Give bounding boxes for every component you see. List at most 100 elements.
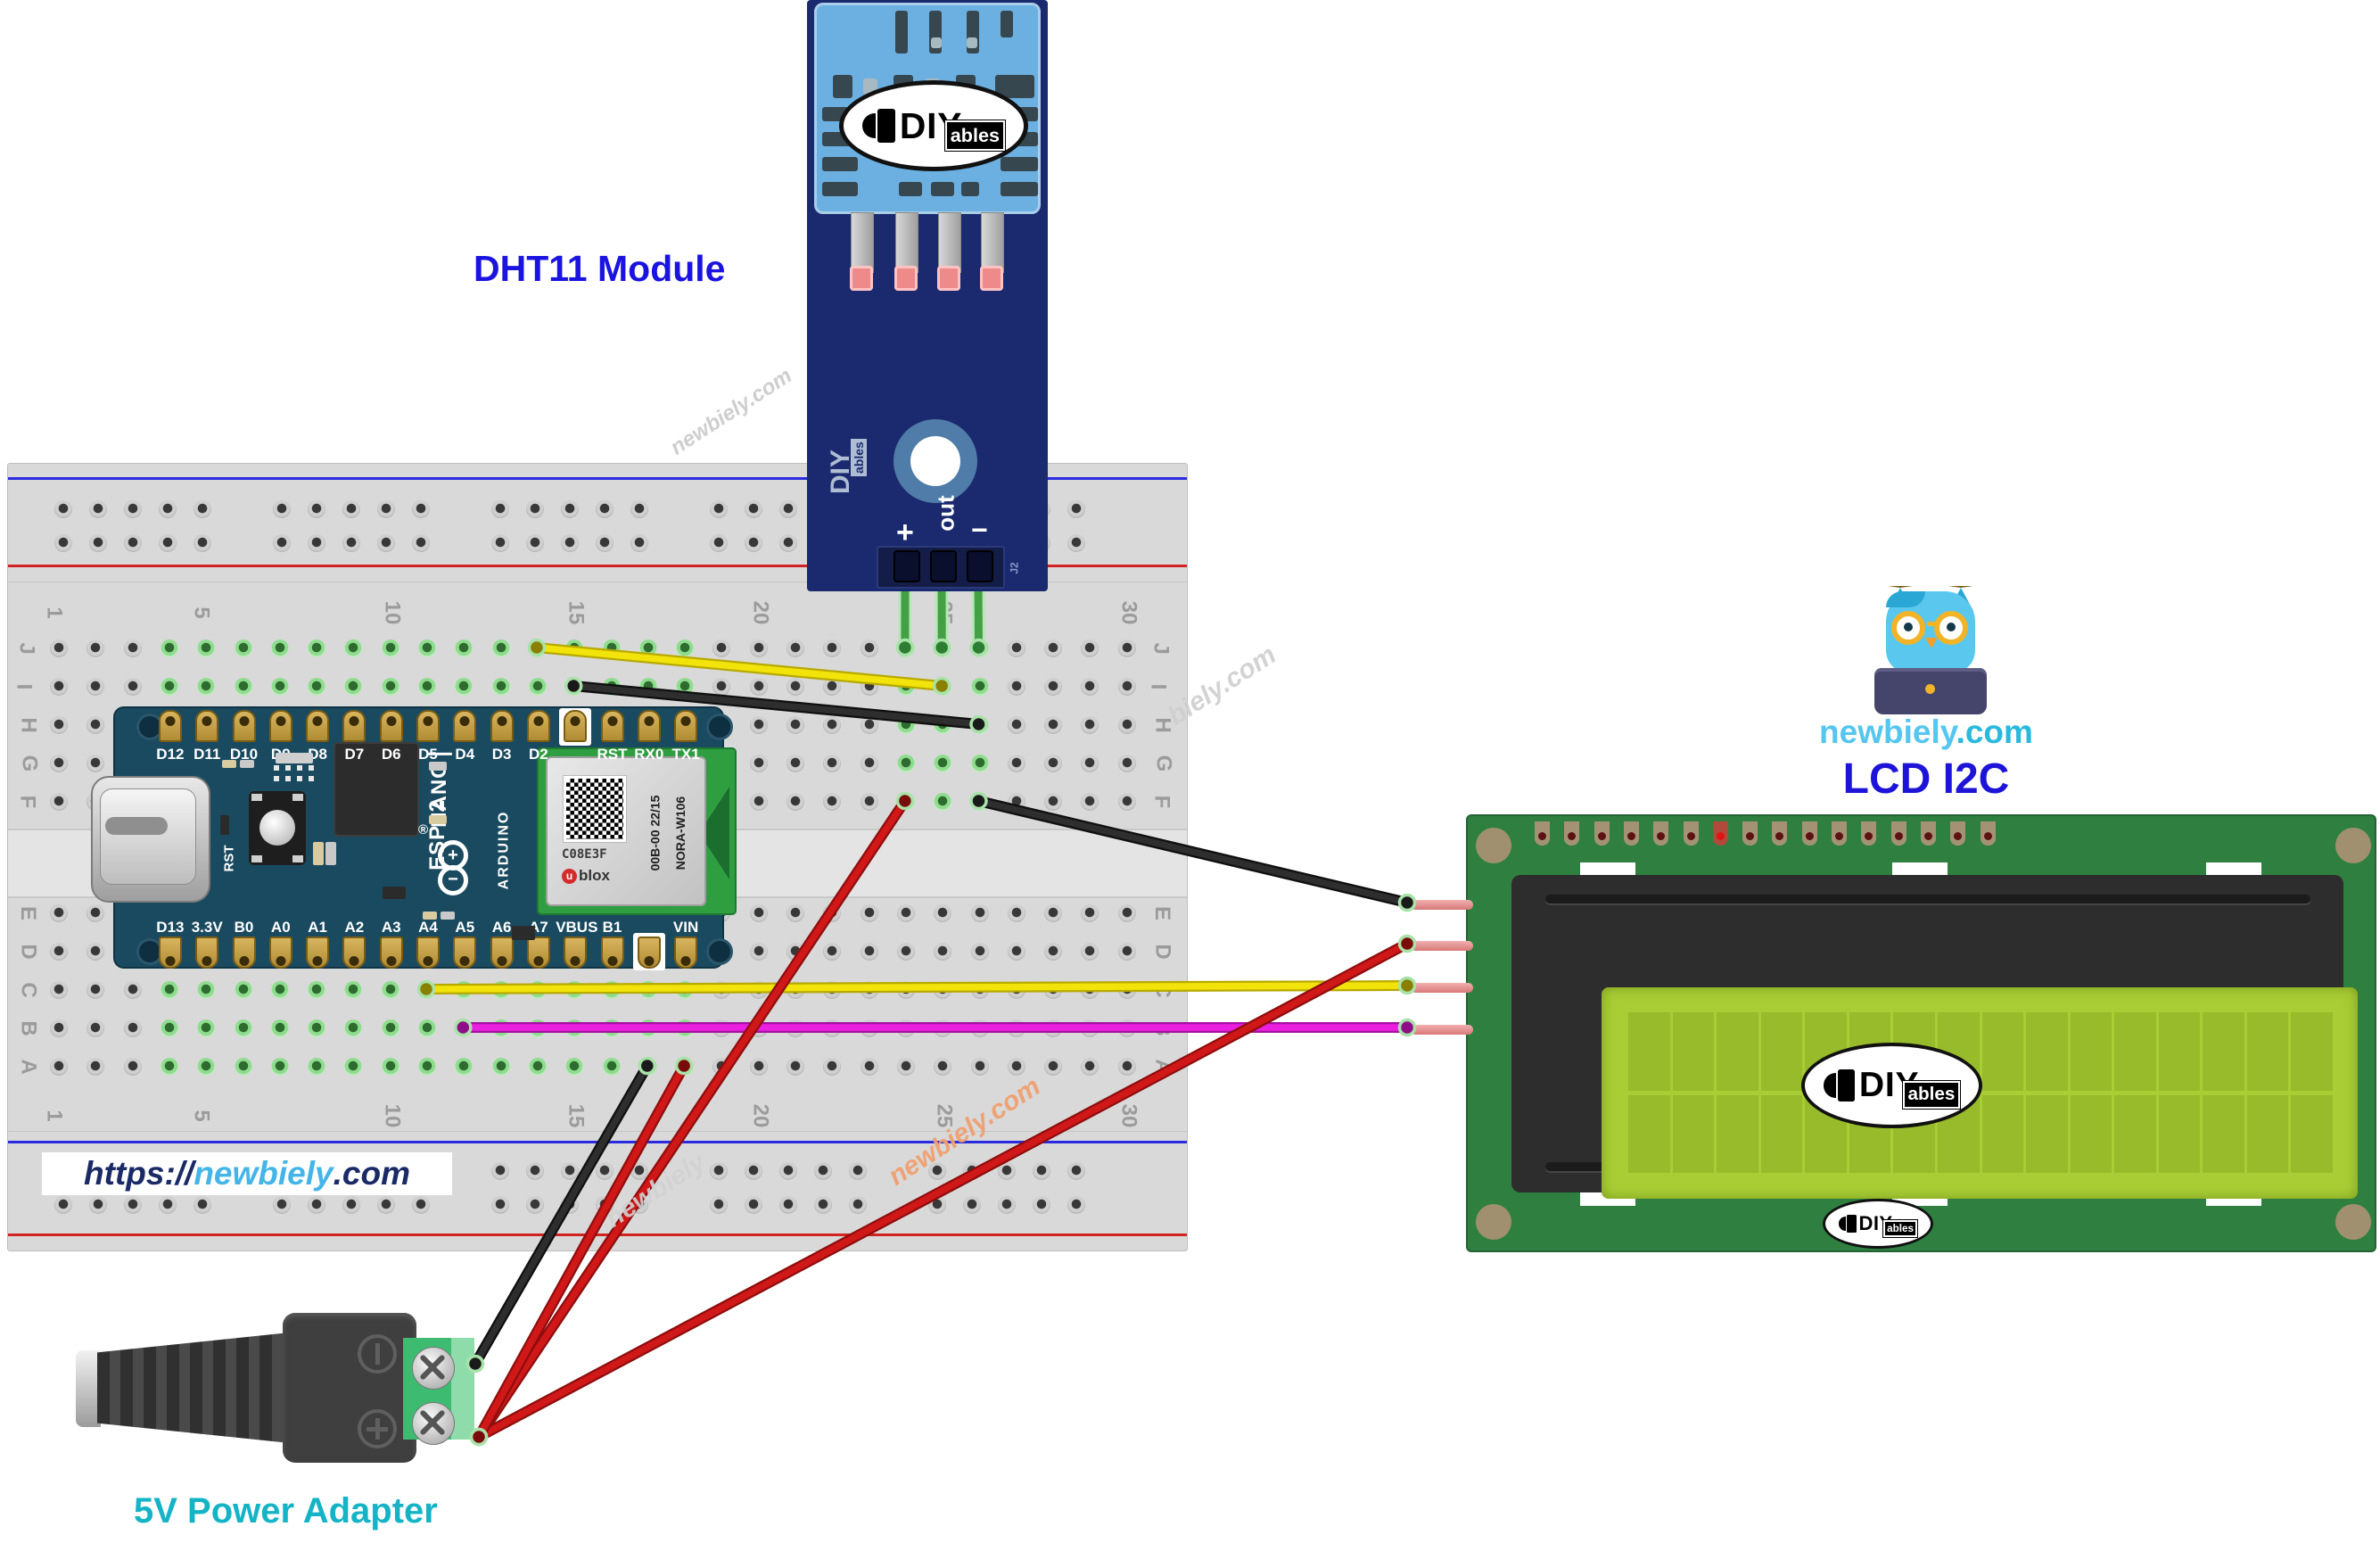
usb-c-slot	[105, 817, 168, 835]
breadboard-hole-B9	[344, 1019, 363, 1037]
terminal-screw-minus	[412, 1347, 455, 1390]
lcd-cell	[2291, 1094, 2333, 1173]
column-label-30: 30	[1116, 600, 1141, 625]
top-rail-red-line	[8, 565, 1187, 567]
column-label-15: 15	[564, 1103, 589, 1128]
breadboard-hole-I15	[565, 678, 584, 696]
breadboard-hole-B2	[86, 1019, 105, 1037]
reset-button-cap[interactable]	[259, 810, 295, 846]
power-rail-hole	[814, 1162, 832, 1180]
breadboard-hole-A27	[1007, 1058, 1025, 1076]
laptop-logo-dot	[1925, 684, 1935, 694]
power-rail-hole	[928, 1196, 946, 1214]
power-rail-hole	[779, 1162, 797, 1180]
test-pad	[297, 776, 302, 781]
newbiely-brand-text: newbiely.com	[1819, 714, 2033, 750]
row-label-F: F	[1149, 795, 1174, 809]
lcd-cell	[2114, 1012, 2156, 1091]
row-label-D: D	[1150, 944, 1175, 960]
rail-separator	[8, 1131, 1187, 1132]
power-rail-hole	[814, 1196, 832, 1214]
power-rail-hole	[308, 1196, 325, 1214]
sensor-vent-slot	[931, 182, 954, 196]
url-suffix: .com	[333, 1155, 410, 1192]
dht-pin-label-out: out	[932, 495, 959, 532]
pin-label-D12: D12	[156, 746, 185, 763]
lcd-top-pin-12	[1861, 821, 1877, 846]
ublox-logo: u blox	[562, 867, 610, 885]
lcd-top-pin-16	[1980, 821, 1996, 846]
owl-beak-icon	[1925, 638, 1938, 648]
breadboard-hole-J6	[234, 639, 252, 657]
breadboard-hole-C12	[455, 981, 474, 999]
breadboard-hole-B20	[749, 1019, 768, 1037]
power-rail-hole	[491, 500, 509, 518]
breadboard-hole-I27	[1007, 678, 1025, 696]
breadboard-hole-A6	[234, 1058, 252, 1076]
lcd-top-pin-6	[1683, 821, 1699, 846]
breadboard-hole-I2	[86, 678, 105, 696]
breadboard-hole-B14	[528, 1019, 547, 1037]
breadboard-hole-A26	[970, 1058, 989, 1076]
power-rail-hole	[1033, 1162, 1050, 1180]
row-label-B: B	[16, 1020, 41, 1036]
arduino-pin-pad	[416, 937, 440, 969]
breadboard-hole-A20	[749, 1058, 768, 1076]
breadboard-hole-B12	[455, 1019, 474, 1037]
lcd-top-pin-9	[1772, 821, 1788, 846]
test-pad	[274, 776, 279, 781]
power-rail-hole	[124, 1196, 142, 1214]
breadboard-hole-B10	[381, 1019, 399, 1037]
breadboard-hole-I28	[1044, 678, 1063, 696]
breadboard-hole-H24	[896, 716, 915, 734]
arduino-pin-pad	[600, 937, 624, 969]
sensor-pin-solder	[937, 266, 960, 291]
sensor-vent-slot	[895, 11, 908, 54]
owl-pupil	[1904, 623, 1913, 631]
breadboard-hole-B5	[197, 1019, 216, 1037]
test-pad	[297, 765, 302, 771]
pin-label-D7: D7	[344, 746, 365, 763]
breadboard-hole-E28	[1044, 904, 1063, 922]
power-rail-hole	[491, 534, 509, 552]
breadboard-hole-C10	[381, 981, 399, 999]
breadboard-hole-D24	[896, 943, 915, 961]
arduino-pin-pad	[526, 710, 550, 742]
sensor-vent-slot	[1001, 11, 1013, 37]
lcd-top-pin-14	[1920, 821, 1936, 846]
power-rail-hole	[561, 1196, 579, 1214]
breadboard-hole-C26	[970, 981, 989, 999]
power-rail-hole	[1067, 534, 1085, 552]
breadboard-hole-C19	[712, 981, 731, 999]
breadboard-hole-G30	[1117, 755, 1136, 772]
breadboard-hole-I14	[528, 678, 547, 696]
power-rail-hole	[710, 500, 728, 518]
reset-button[interactable]	[249, 791, 306, 865]
pin-label-A0: A0	[270, 919, 291, 936]
breadboard-hole-H22	[823, 716, 842, 734]
breadboard-hole-J23	[860, 639, 878, 657]
power-rail-hole	[159, 534, 177, 552]
breadboard-hole-B28	[1044, 1019, 1063, 1037]
breadboard-hole-J8	[308, 639, 326, 657]
row-label-G: G	[17, 755, 42, 772]
lcd-cell	[2291, 1012, 2333, 1091]
breadboard-hole-D1	[50, 943, 68, 961]
lcd-cell	[1981, 1012, 2024, 1091]
breadboard-hole-A10	[381, 1058, 399, 1076]
smd-component	[383, 887, 406, 899]
smd-component	[423, 912, 437, 920]
dht-pin-label-plus: +	[896, 516, 914, 549]
lcd-top-pin-1	[1535, 821, 1550, 846]
lcd-top-pin-4	[1623, 821, 1639, 846]
arduino-pin-pad	[232, 710, 256, 742]
registered-mark: ®	[418, 822, 429, 838]
dc-barrel-ridges	[97, 1333, 290, 1443]
url-name: newbiely	[194, 1155, 334, 1192]
breadboard-hole-B1	[50, 1019, 68, 1037]
breadboard-hole-E29	[1081, 904, 1099, 922]
power-rail-hole	[491, 1162, 509, 1180]
sensor-pin	[981, 212, 1004, 273]
breadboard-hole-H1	[50, 716, 68, 734]
breadboard-hole-G21	[786, 755, 804, 772]
